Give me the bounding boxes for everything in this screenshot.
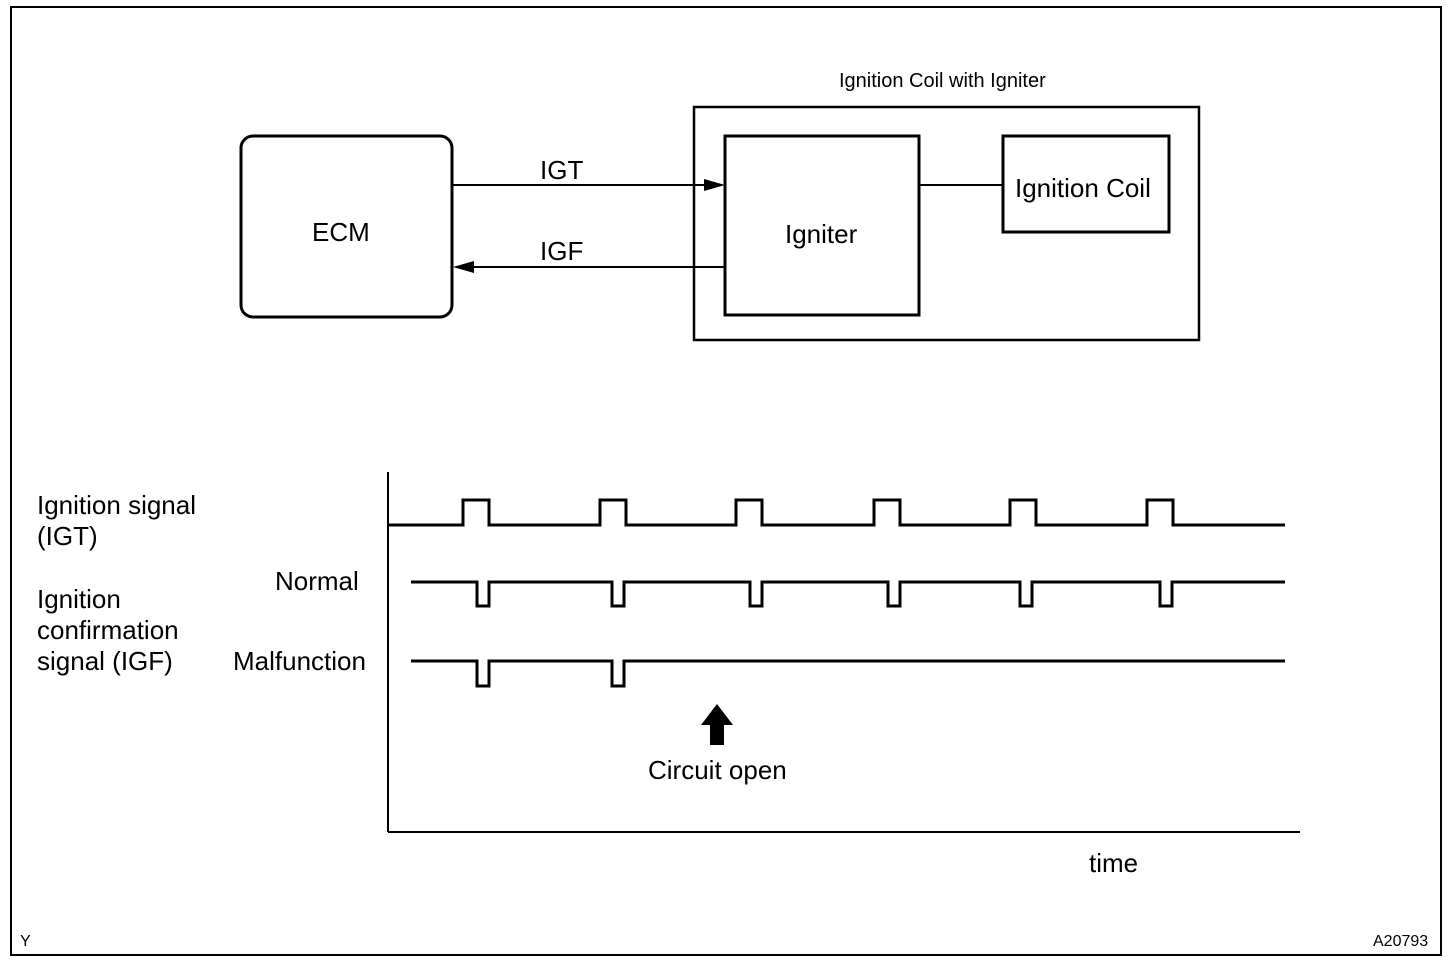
- module-box: [692, 105, 1201, 342]
- igf-signal-label: IGF: [540, 236, 584, 266]
- time-axis-label: time: [1089, 848, 1139, 878]
- figure-id: A20793: [1373, 933, 1429, 950]
- igf-malfunction-waveform: [411, 659, 1285, 688]
- corner-mark: Y: [20, 933, 31, 950]
- igt-row-label-line1: Ignition signal: [37, 490, 196, 520]
- igt-row-label-line2: (IGT): [37, 521, 98, 551]
- igf-row-label-line2: confirmation: [37, 615, 179, 645]
- malfunction-label: Malfunction: [233, 646, 366, 676]
- igt-row-label: Ignition signal (IGT): [37, 490, 196, 552]
- igt-signal-label: IGT: [540, 155, 584, 185]
- ignition-coil-label: Ignition Coil: [1015, 173, 1151, 203]
- igniter-block: [723, 134, 921, 317]
- circuit-open-label: Circuit open: [648, 755, 787, 785]
- igf-row-label-line1: Ignition: [37, 584, 121, 614]
- igf-normal-waveform: [411, 580, 1285, 608]
- figure-frame: [10, 6, 1442, 956]
- igniter-label: Igniter: [785, 219, 858, 249]
- module-title: Ignition Coil with Igniter: [839, 70, 1046, 92]
- ecm-block: [239, 134, 454, 319]
- igf-row-label: Ignition confirmation signal (IGF): [37, 584, 179, 677]
- igt-waveform: [388, 498, 1285, 527]
- circuit-open-arrow-icon: [701, 704, 733, 745]
- igf-row-label-line3: signal (IGF): [37, 646, 173, 676]
- normal-label: Normal: [275, 566, 359, 596]
- igf-arrowhead: [453, 261, 474, 273]
- ecm-label: ECM: [312, 217, 370, 247]
- igt-arrowhead: [704, 179, 725, 191]
